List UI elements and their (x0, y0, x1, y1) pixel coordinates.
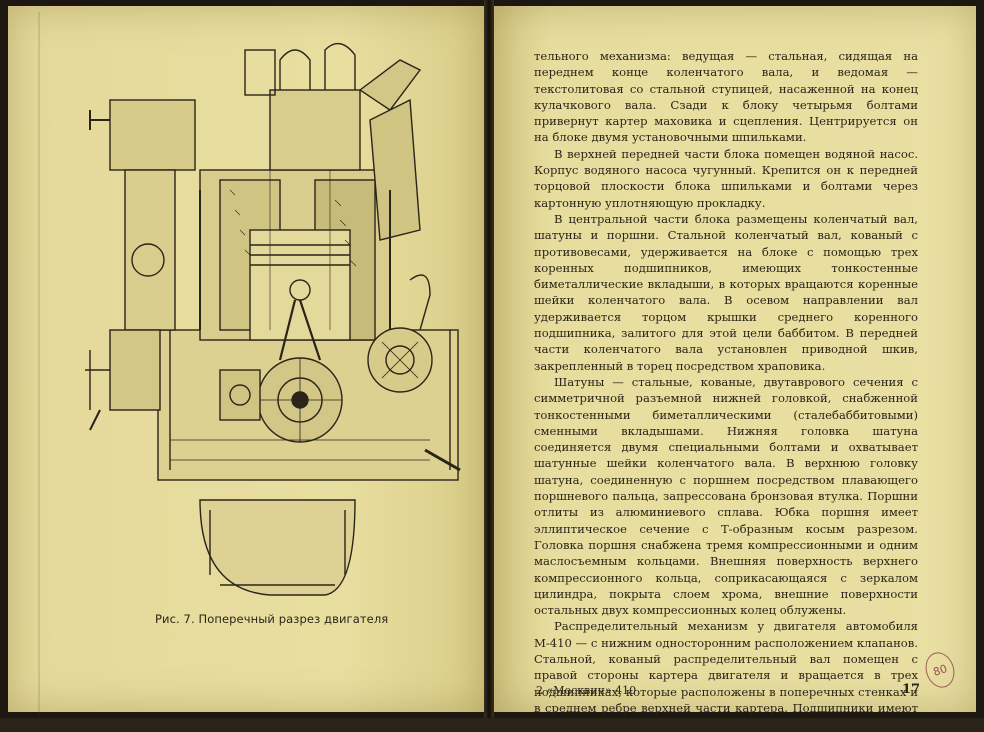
paragraph: В центральной части блока размещены коле… (534, 211, 918, 373)
figure-caption: Рис. 7. Поперечный разрез двигателя (155, 612, 389, 626)
paragraph: Распределительный механизм у двигателя а… (534, 619, 918, 732)
page-edge-shadow (38, 12, 40, 718)
engine-cross-section-figure (70, 30, 470, 605)
body-text: тельного механизма: ведущая — стальная, … (534, 48, 918, 732)
paragraph: тельного механизма: ведущая — стальная, … (534, 49, 918, 145)
paragraph: В верхней передней части блока помещен в… (534, 146, 918, 210)
page-number: 17 (902, 682, 921, 697)
book-gutter (484, 0, 494, 718)
right-page (494, 6, 976, 712)
engine-drawing (85, 42, 461, 596)
running-footer: 2 «Москвич» 410 (536, 684, 637, 697)
paragraph: Шатуны — стальные, кованые, двутаврового… (534, 374, 918, 618)
